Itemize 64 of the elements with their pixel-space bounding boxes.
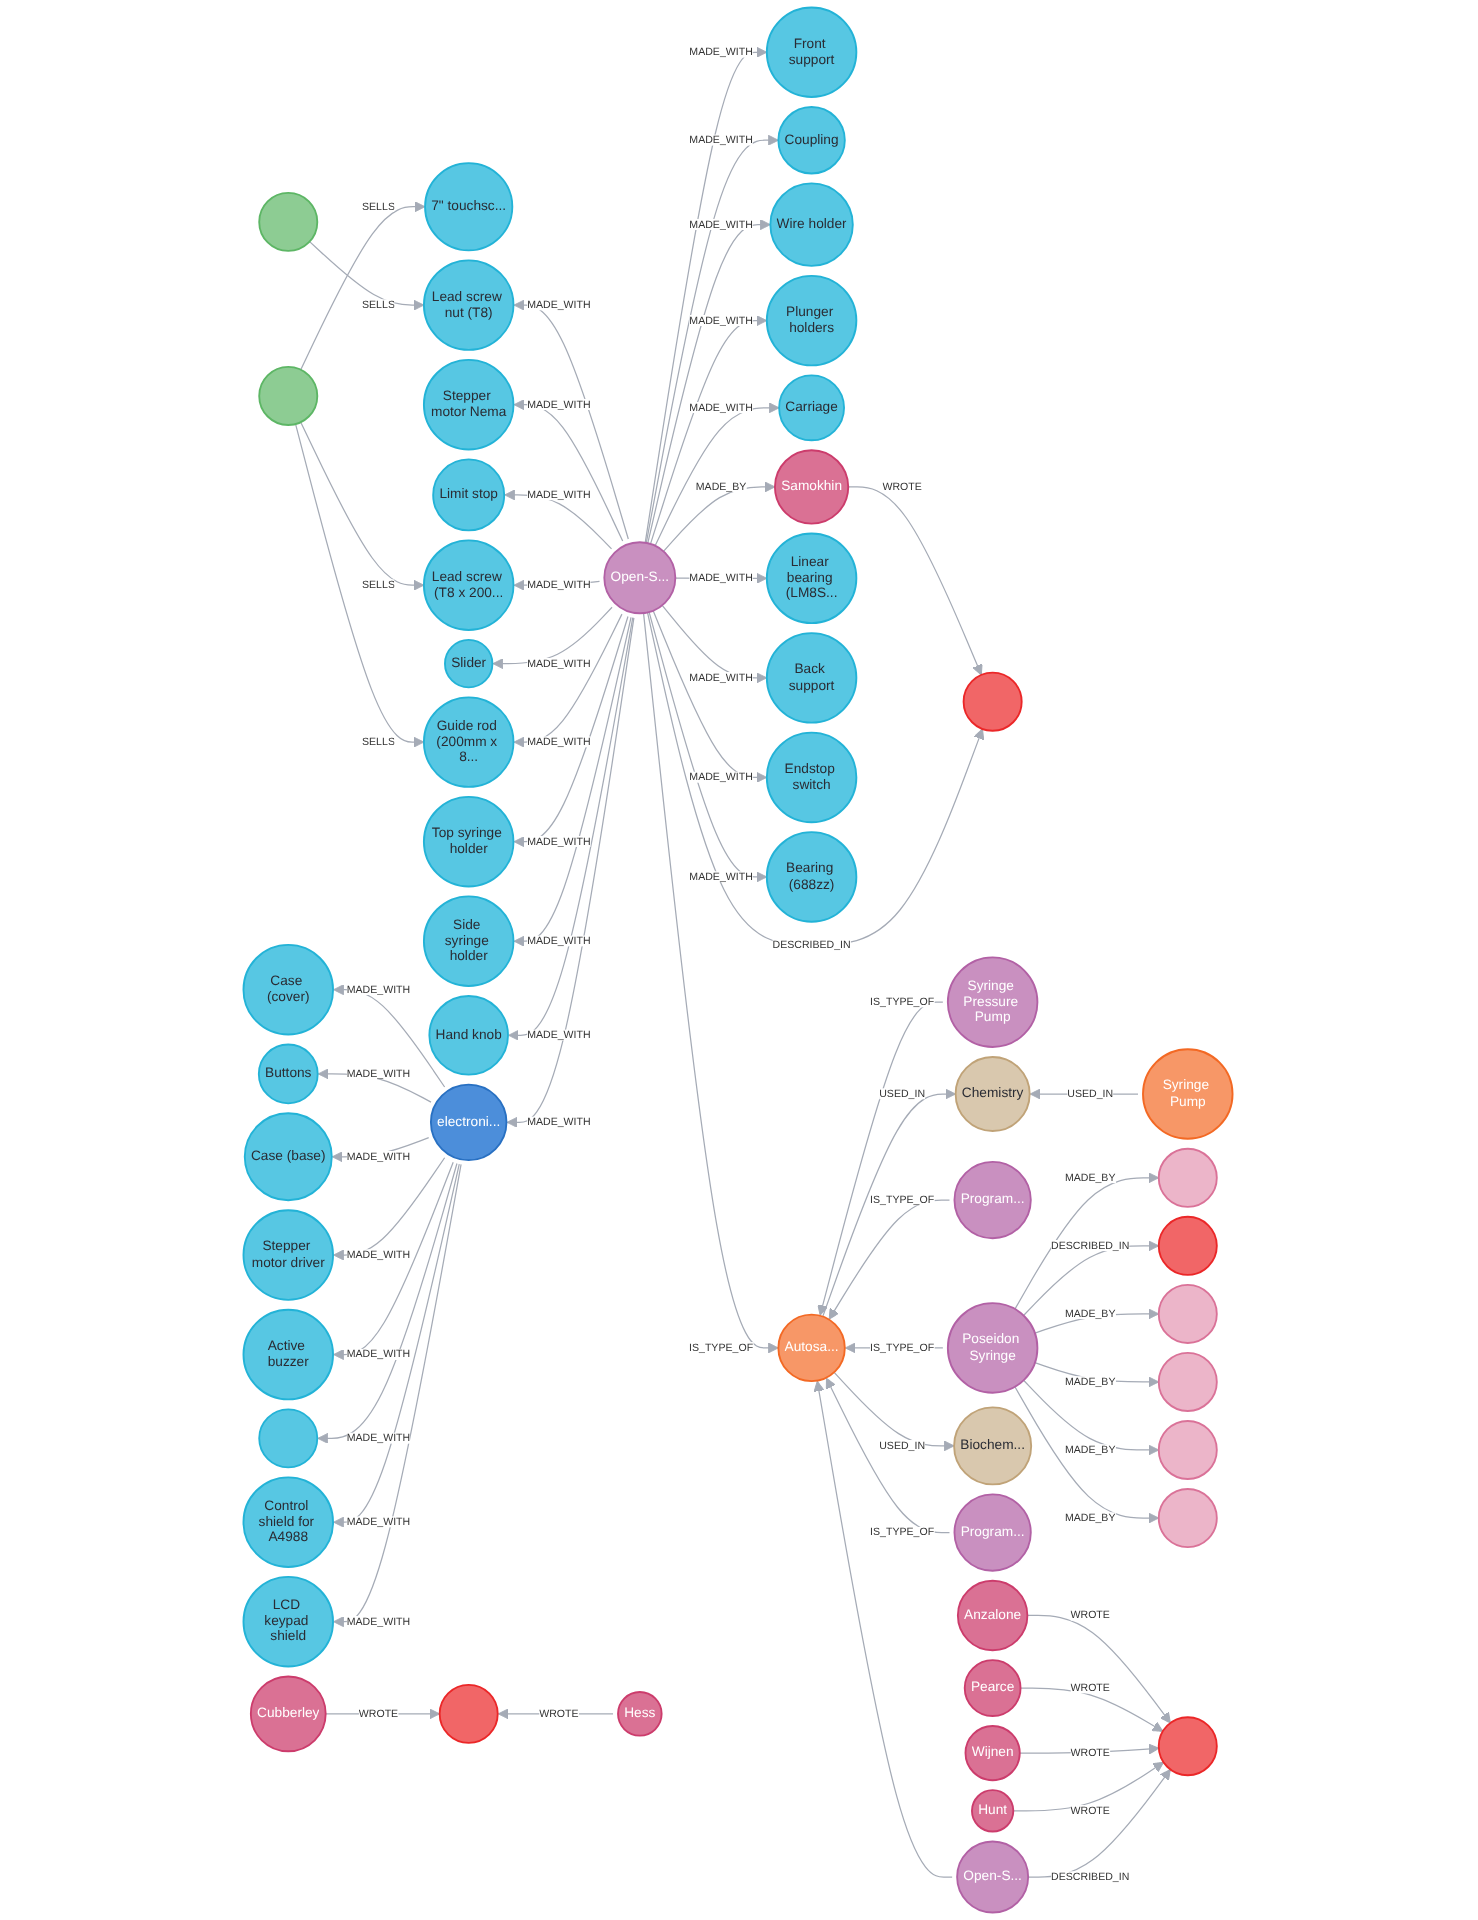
- node-circle: [1158, 1488, 1219, 1549]
- arrow: [334, 1163, 463, 1628]
- arrow: [334, 1163, 461, 1528]
- arrow: [650, 315, 769, 545]
- arrow: [648, 219, 772, 544]
- node-circle: [963, 671, 1024, 732]
- arrow: [309, 240, 426, 311]
- arrow: [1027, 1614, 1172, 1724]
- arrow: [334, 1161, 455, 1361]
- arrow: [334, 1157, 447, 1261]
- arrow: [334, 984, 447, 1088]
- arrow: [826, 1377, 952, 1534]
- arrow: [514, 616, 633, 947]
- arrow: [645, 46, 769, 544]
- arrow: [326, 1708, 442, 1720]
- arrow: [655, 402, 781, 547]
- arrow: [1015, 1172, 1161, 1310]
- arrow: [663, 481, 777, 552]
- arrow: [318, 1068, 433, 1103]
- arrow: [301, 201, 427, 371]
- arrow: [829, 1199, 952, 1320]
- arrow: [1023, 1240, 1161, 1317]
- arrow: [662, 604, 769, 684]
- arrow: [332, 1137, 431, 1163]
- arrow: [301, 421, 426, 591]
- arrow: [295, 423, 426, 748]
- node-circle: [1158, 1283, 1219, 1344]
- arrow: [643, 612, 780, 1354]
- arrow: [1015, 1386, 1161, 1524]
- node-circle: [1158, 1351, 1219, 1412]
- arrow: [498, 1708, 615, 1720]
- arrow: [646, 134, 780, 544]
- arrow: [1028, 1769, 1172, 1878]
- node-circle: [1158, 1420, 1219, 1480]
- arrow: [647, 611, 986, 946]
- arrow: [1035, 1362, 1161, 1388]
- arrow: [1013, 1761, 1165, 1812]
- arrow: [493, 606, 614, 670]
- node-circle: [1158, 1716, 1219, 1777]
- arrow: [514, 613, 624, 748]
- arrow: [1030, 1088, 1140, 1100]
- arrow: [1020, 1687, 1165, 1732]
- arrow: [514, 615, 630, 848]
- arrow: [834, 1371, 956, 1452]
- arrow: [653, 610, 769, 783]
- arrow: [514, 399, 625, 542]
- node-circle: [259, 191, 320, 252]
- arrow: [818, 1001, 945, 1316]
- arrow: [509, 617, 635, 1041]
- arrow: [649, 611, 769, 883]
- arrow: [848, 486, 984, 676]
- node-circle: [439, 1683, 500, 1744]
- node-circle: [259, 1408, 320, 1469]
- arrow: [1035, 1308, 1161, 1334]
- arrow: [318, 1162, 459, 1444]
- arrow: [505, 489, 614, 550]
- arrow: [514, 299, 630, 540]
- node-circle: [1158, 1147, 1219, 1208]
- node-circle: [1158, 1215, 1219, 1276]
- arrow: [823, 1088, 958, 1318]
- arrow: [507, 617, 636, 1128]
- arrow: [814, 1380, 954, 1878]
- node-circle: [259, 365, 320, 426]
- arrow: [1023, 1379, 1161, 1456]
